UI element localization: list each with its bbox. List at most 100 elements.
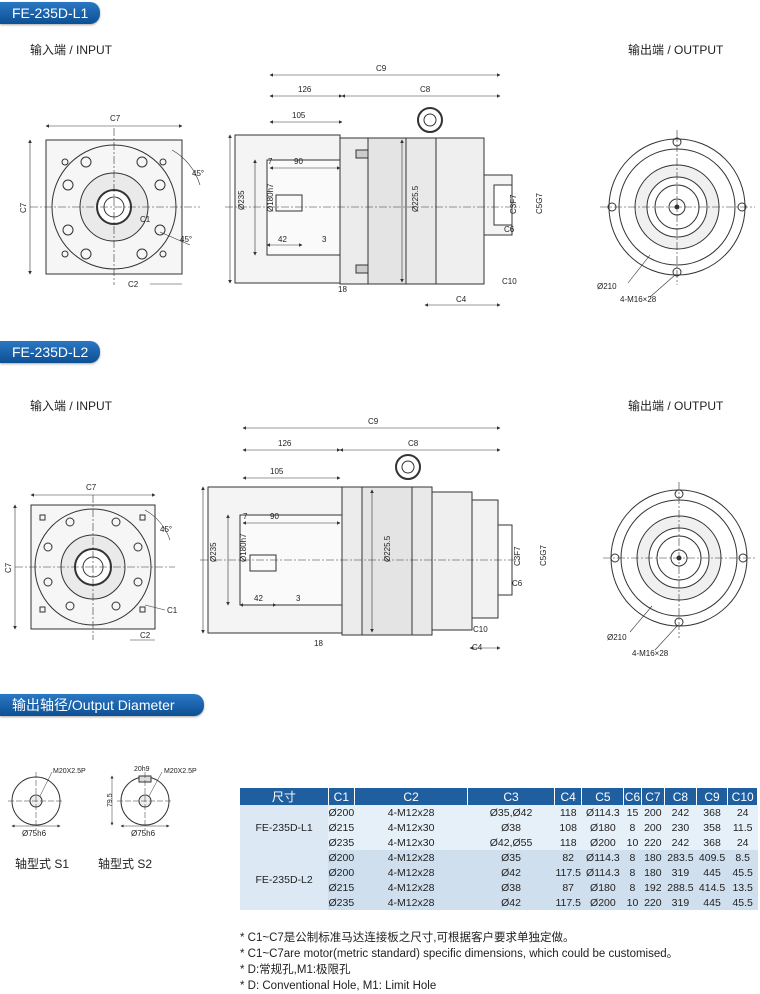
l1-90: 90 [294, 157, 303, 166]
table-cell: Ø114.3 [581, 850, 624, 865]
table-cell: Ø38 [467, 820, 555, 835]
table-cell: 8 [623, 865, 642, 880]
model-l2-title: FE-235D-L2 [0, 341, 101, 363]
l2-output-view [603, 482, 757, 651]
table-cell: 445 [696, 865, 728, 880]
table-cell: 283.5 [664, 850, 697, 865]
l1-105: 105 [292, 111, 306, 120]
l1-c7-side: C7 [19, 202, 28, 213]
note-1: * C1~C7是公制标准马达连接板之尺寸,可根据客户要求单独定做。 [240, 932, 575, 944]
table-cell: 10 [623, 895, 642, 910]
table-cell: Ø42 [467, 865, 555, 880]
l2-3: 3 [296, 594, 301, 603]
l2-c8: C8 [408, 439, 419, 448]
table-cell: 117.5 [554, 865, 582, 880]
s2-dia: Ø75h6 [131, 829, 156, 838]
l1-42: 42 [278, 235, 287, 244]
l2-input-label: 输入端 / INPUT [30, 399, 113, 413]
l1-output-view [600, 130, 755, 298]
shaft-s2-label: 轴型式 S2 [98, 857, 153, 871]
model-l1-title: FE-235D-L1 [0, 2, 101, 24]
table-cell: 409.5 [696, 850, 728, 865]
l1-holes: 4-M16×28 [620, 295, 657, 304]
table-cell: 368 [696, 805, 728, 820]
note-4: * D: Conventional Hole, M1: Limit Hole [240, 980, 437, 992]
l2-d180: Ø180h7 [239, 533, 248, 562]
table-cell: 319 [664, 865, 697, 880]
table-cell: Ø180 [581, 820, 624, 835]
table-cell: Ø215 [328, 820, 355, 835]
table-cell: 4-M12x28 [354, 865, 468, 880]
table-cell: 368 [696, 835, 728, 850]
table-cell: 13.5 [727, 880, 758, 895]
table-cell: Ø35,Ø42 [467, 805, 555, 820]
table-cell: 4-M12x28 [354, 805, 468, 820]
shaft-s1-drawing [8, 771, 64, 830]
l2-output-label: 输出端 / OUTPUT [628, 399, 724, 413]
l1-input-label: 输入端 / INPUT [30, 43, 113, 57]
l1-angle-2: 45° [180, 235, 192, 244]
table-header: C3 [467, 788, 555, 805]
l2-90: 90 [270, 512, 279, 521]
table-model-cell: FE-235D-L1 [240, 805, 329, 850]
notes: * C1~C7是公制标准马达连接板之尺寸,可根据客户要求单独定做。 * C1~C… [240, 930, 678, 994]
l2-c9: C9 [368, 417, 379, 426]
table-cell: 220 [641, 835, 665, 850]
table-cell: 242 [664, 835, 697, 850]
table-cell: Ø215 [328, 880, 355, 895]
table-header: C9 [696, 788, 729, 805]
table-cell: 118 [554, 805, 582, 820]
l2-c4: C4 [472, 643, 483, 652]
l1-c5g7: C5G7 [535, 193, 544, 214]
table-cell: 15 [623, 805, 642, 820]
s1-dia: Ø75h6 [22, 829, 47, 838]
table-cell: 45.5 [727, 895, 758, 910]
s2-key: 20h9 [134, 766, 150, 773]
l2-d225: Ø225.5 [383, 535, 392, 562]
table-cell: 180 [641, 850, 665, 865]
l1-c7-top: C7 [110, 114, 121, 123]
shaft-s2-drawing [110, 771, 173, 830]
l2-d235: Ø235 [209, 542, 218, 562]
table-cell: Ø235 [328, 835, 355, 850]
table-header: C4 [554, 788, 583, 805]
output-diameter-title: 输出轴径/Output Diameter [0, 694, 204, 716]
table-cell: 10 [623, 835, 642, 850]
l2-c6: C6 [512, 579, 523, 588]
l1-d210: Ø210 [597, 282, 617, 291]
l2-input-view [13, 493, 175, 641]
s2-thread: M20X2.5P [164, 768, 197, 775]
l2-7: 7 [243, 512, 248, 521]
l1-7: 7 [268, 157, 273, 166]
l2-c3f7: C3F7 [513, 546, 522, 566]
table-cell: 358 [696, 820, 728, 835]
table-cell: 45.5 [727, 865, 758, 880]
table-cell: 11.5 [727, 820, 758, 835]
table-cell: 445 [696, 895, 728, 910]
l1-126: 126 [298, 85, 312, 94]
table-cell: 192 [641, 880, 665, 895]
l1-d225: Ø225.5 [411, 185, 420, 212]
l1-output-label: 输出端 / OUTPUT [628, 43, 724, 57]
note-2: * C1~C7are motor(metric standard) specif… [240, 948, 679, 960]
l1-c10: C10 [502, 277, 517, 286]
l1-18: 18 [338, 285, 347, 294]
l1-3: 3 [322, 235, 327, 244]
table-cell: Ø35 [467, 850, 555, 865]
table-cell: 8 [623, 820, 642, 835]
table-cell: Ø42 [467, 895, 555, 910]
table-cell: Ø200 [328, 850, 355, 865]
table-cell: 4-M12x28 [354, 850, 468, 865]
table-cell: Ø200 [328, 805, 355, 820]
table-cell: 108 [554, 820, 582, 835]
table-cell: 4-M12x30 [354, 820, 468, 835]
l1-side-view [225, 73, 520, 307]
l1-c2: C2 [128, 280, 139, 289]
l2-42: 42 [254, 594, 263, 603]
l1-c8: C8 [420, 85, 431, 94]
